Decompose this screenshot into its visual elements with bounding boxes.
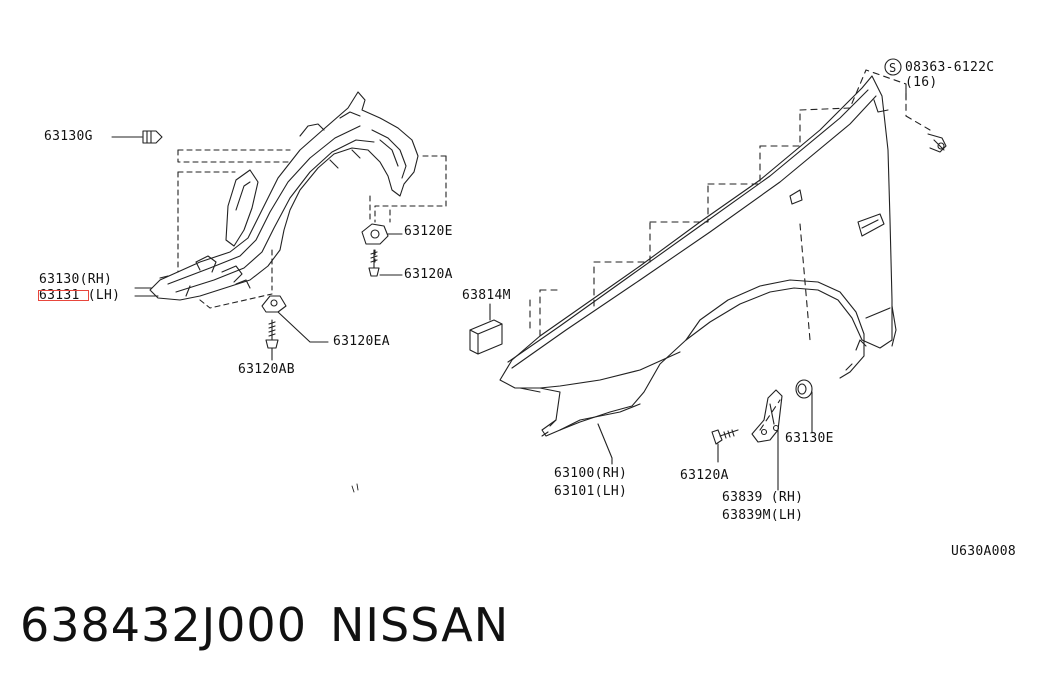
clip-63120e-drawing: [361, 223, 403, 245]
bracket-63839-drawing: [751, 389, 783, 491]
label-63130-rh[interactable]: 63130(RH): [39, 272, 113, 287]
seal-63814m-drawing: [469, 303, 503, 355]
label-bolt-code[interactable]: 08363-6122C: [905, 60, 995, 75]
label-bolt-qty: (16): [905, 75, 938, 90]
liner-dashed-guides: [177, 149, 447, 309]
label-63120ea[interactable]: 63120EA: [333, 334, 390, 349]
label-63130e[interactable]: 63130E: [785, 431, 834, 446]
highlight-box: [38, 290, 89, 301]
footer-part-number: 638432J000: [20, 598, 307, 652]
screw-63120a-top-drawing: [368, 249, 403, 277]
label-63100-rh[interactable]: 63100(RH): [554, 466, 628, 481]
label-63120a-top[interactable]: 63120A: [404, 267, 453, 282]
fender-dashed-guides: [529, 69, 931, 431]
screw-63120a-bottom-drawing: [711, 429, 739, 463]
label-63120ab[interactable]: 63120AB: [238, 362, 295, 377]
footer-brand: NISSAN: [330, 598, 510, 652]
clip-63130g-drawing: [111, 130, 163, 144]
bolt-08363-drawing: [927, 133, 947, 153]
clip-63120ea-drawing: [261, 295, 329, 343]
label-63130g[interactable]: 63130G: [44, 129, 93, 144]
screw-63120ab-drawing: [265, 319, 279, 361]
label-63814m[interactable]: 63814M: [462, 288, 511, 303]
s-symbol-icon: [884, 58, 902, 76]
label-63120e[interactable]: 63120E: [404, 224, 453, 239]
fender-liner-drawing: [149, 91, 419, 301]
label-63101-lh[interactable]: 63101(LH): [554, 484, 628, 499]
front-fender-drawing: [499, 75, 897, 437]
s-symbol-letter: S: [889, 61, 896, 75]
label-63131-lh[interactable]: 63131 (LH): [39, 288, 121, 303]
label-63120a-bottom[interactable]: 63120A: [680, 468, 729, 483]
grommet-63130e-drawing: [795, 379, 813, 433]
label-63839-rh[interactable]: 63839 (RH): [722, 490, 804, 505]
figure-code: U630A008: [951, 544, 1017, 559]
label-63839m-lh[interactable]: 63839M(LH): [722, 508, 804, 523]
